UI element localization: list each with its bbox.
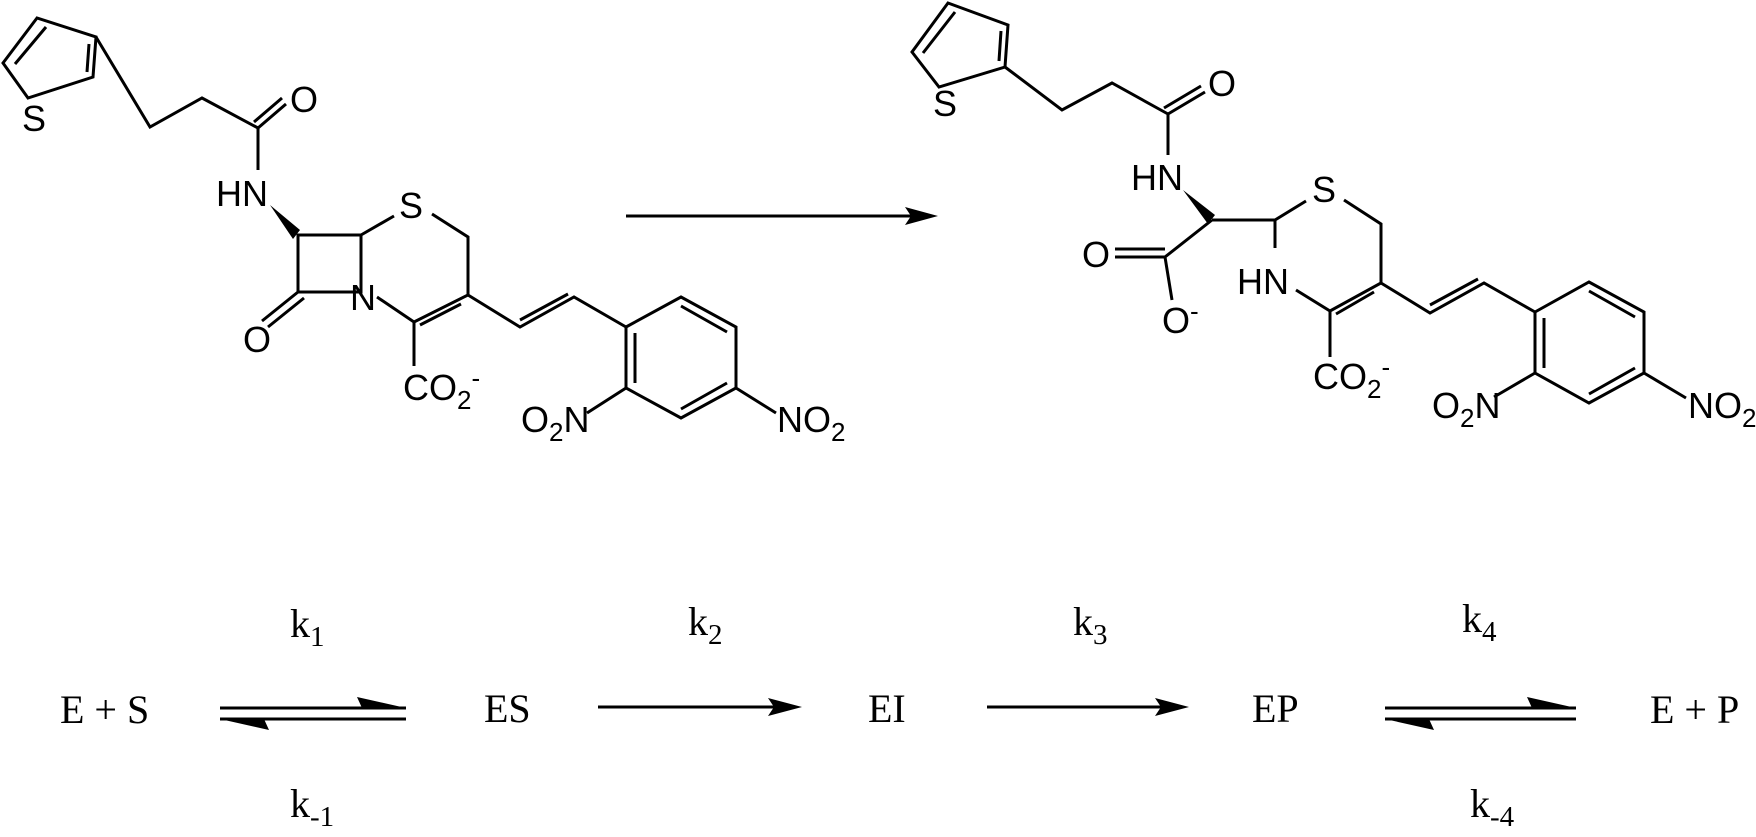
reactant-atom-o-amide: O (290, 79, 318, 120)
reactant-lactam-carbonyl (261, 290, 305, 329)
species-e-plus-s: E + S (60, 687, 149, 732)
reactant-carboxylate-label: CO2- (403, 363, 480, 415)
reactant-atom-n-lactam: N (350, 277, 376, 318)
product-atom-hn-amide: HN (1131, 157, 1183, 198)
reactant-structure: S O HN S O N CO2- O2N NO2 (1, 16, 845, 447)
product-atom-hn-ring: HN (1237, 261, 1289, 302)
product-nitro-ortho-label: O2N (1432, 385, 1500, 433)
reactant-beta-lactam-ring (296, 233, 363, 294)
reactant-nitro-para-label: NO2 (777, 399, 845, 447)
reactant-thiophene-double-bonds (13, 26, 91, 73)
reactant-atom-s-ring: S (399, 185, 423, 226)
kinetic-scheme: E + S ES EI EP E + P k1 k (60, 596, 1739, 833)
product-atom-s-ring: S (1312, 169, 1336, 210)
rate-constant-k-minus-4: k-4 (1470, 781, 1515, 833)
product-thiophene-ring (910, 1, 1010, 89)
species-es: ES (484, 686, 531, 731)
product-amide-carbonyl (1163, 84, 1206, 116)
reactant-nitro-bonds (586, 386, 777, 415)
forward-arrow-k3 (987, 698, 1189, 716)
reactant-nitro-ortho-label: O2N (521, 399, 589, 447)
forward-arrow-k2 (598, 698, 802, 716)
reactant-thiazine-double-bond (419, 302, 462, 327)
reactant-vinyl-chain (467, 293, 627, 329)
product-phenyl-inner-bonds (1542, 289, 1636, 396)
product-atom-o-amide: O (1208, 63, 1236, 104)
product-vinyl-chain (1380, 281, 1536, 315)
product-nitro-bonds (1493, 371, 1687, 400)
product-carboxylate-label: CO2- (1313, 352, 1390, 404)
product-atom-o-carbonyl: O (1082, 234, 1110, 275)
product-propyl-chain (1004, 65, 1169, 116)
product-acid-carbonyl (1115, 247, 1165, 259)
reactant-propyl-chain (94, 36, 259, 130)
product-thiazine-double-bond (1335, 290, 1375, 316)
product-nitro-para-label: NO2 (1688, 385, 1756, 433)
species-ep: EP (1252, 686, 1299, 731)
species-ei: EI (868, 686, 906, 731)
product-wedge-bond (1183, 190, 1215, 224)
reactant-phenyl-ring (624, 295, 738, 420)
rate-constant-k4: k4 (1462, 596, 1497, 648)
rate-constant-k2: k2 (688, 599, 723, 651)
reactant-atom-hn-amide: HN (216, 173, 268, 214)
rate-constant-k1: k1 (290, 601, 325, 653)
reactant-thiophene-ring (1, 16, 98, 100)
product-thiophene-double-bonds (921, 11, 1003, 62)
product-structure: S O HN S O O- HN CO2- O2N NO2 (910, 1, 1756, 433)
reactant-vinyl-double-bond (519, 292, 569, 322)
product-vinyl-double-bond (1429, 277, 1479, 307)
product-acid-bonds (1163, 218, 1213, 301)
product-phenyl-ring (1533, 280, 1646, 405)
reaction-arrow (626, 207, 938, 225)
equilibrium-arrow-1 (220, 697, 406, 730)
equilibrium-arrow-4 (1385, 697, 1576, 730)
product-atom-o-minus: O- (1162, 296, 1199, 341)
reactant-wedge-bond (270, 205, 300, 239)
reactant-thiazine-ring (360, 212, 470, 324)
reactant-amide-carbonyl (253, 96, 287, 130)
rate-constant-k-minus-1: k-1 (290, 781, 334, 833)
reactant-phenyl-inner-bonds (633, 304, 728, 411)
product-atom-s-thiophene: S (933, 83, 957, 124)
rate-constant-k3: k3 (1073, 599, 1108, 651)
reactant-atom-o-lactam: O (243, 319, 271, 360)
species-e-plus-p: E + P (1650, 687, 1739, 732)
reactant-atom-s-thiophene: S (22, 98, 46, 139)
